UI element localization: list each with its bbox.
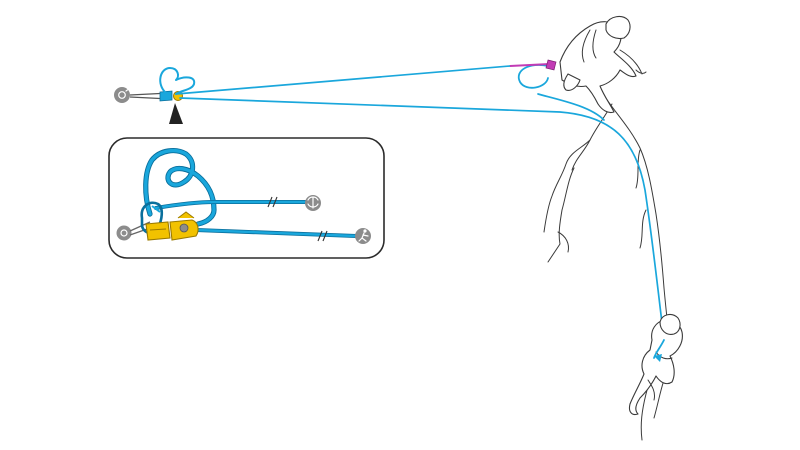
second-helmet: [659, 313, 681, 335]
rope-to-second: [179, 97, 665, 341]
top-rope-coil: [159, 67, 196, 95]
climber-icon: [355, 228, 371, 244]
callout-pointer: [169, 103, 183, 124]
climbing-harness-icon: [305, 195, 321, 211]
leader-climber: [509, 15, 647, 114]
leader-helmet: [605, 15, 631, 40]
second-climber: [628, 313, 683, 416]
top-carabiner: [159, 90, 173, 102]
assisted-braking-belay-device-icon: [169, 211, 199, 241]
yellow-carabiner: [145, 221, 171, 241]
detail-inset: [108, 137, 385, 259]
rope-system: [175, 65, 665, 341]
leader-sling: [509, 63, 551, 67]
anchor-bolt-icon: [116, 225, 132, 241]
rope-to-leader: [175, 65, 511, 95]
rock-face: [543, 85, 671, 441]
